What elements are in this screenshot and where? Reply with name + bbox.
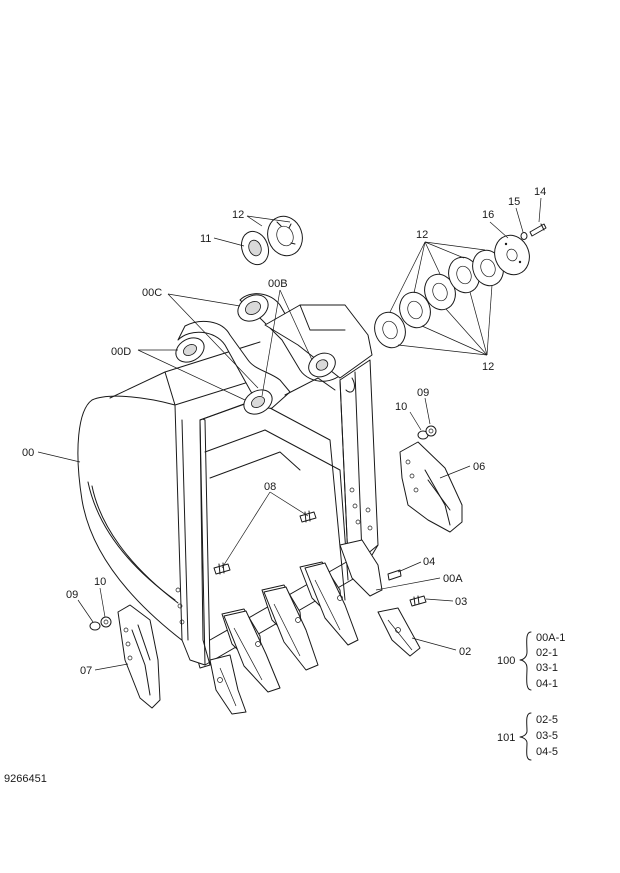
bolts-and-pins (89, 425, 437, 631)
link-brackets (175, 293, 373, 415)
group-101-item: 02-5 (536, 714, 558, 726)
callout-09-right: 09 (417, 387, 429, 399)
callout-16: 16 (482, 209, 494, 221)
side-cutter-left (117, 604, 161, 709)
group-100-id: 100 (497, 655, 515, 667)
callout-00C: 00C (142, 287, 162, 299)
shim-stack-right (374, 223, 547, 349)
callout-15: 15 (508, 196, 520, 208)
callout-10-right: 10 (395, 401, 407, 413)
group-101-item: 04-5 (536, 746, 558, 758)
callout-07: 07 (80, 665, 92, 677)
callout-14: 14 (534, 186, 546, 198)
group-100-item: 00A-1 (536, 632, 565, 644)
group-100: 100 00A-1 02-1 03-1 04-1 (497, 631, 565, 691)
group-101: 101 02-5 03-5 04-5 (497, 712, 558, 761)
leader-lines (37, 197, 542, 671)
group-100-item: 04-1 (536, 678, 558, 690)
callout-12-top: 12 (232, 209, 244, 221)
group-101-id: 101 (497, 732, 515, 744)
drawing-number: 9266451 (4, 773, 47, 785)
seal-and-shims-top (240, 215, 303, 266)
callout-00: 00 (22, 447, 34, 459)
callout-12-right-bottom: 12 (482, 361, 494, 373)
callout-00B: 00B (268, 278, 288, 290)
callout-03: 03 (455, 596, 467, 608)
callout-00A: 00A (443, 573, 463, 585)
callout-09-left: 09 (66, 589, 78, 601)
teeth-and-adapters (209, 539, 421, 715)
callout-10-left: 10 (94, 576, 106, 588)
callout-labels: 00 00C 00D 00B 12 11 12 12 16 15 14 09 1… (22, 186, 546, 677)
callout-08: 08 (264, 481, 276, 493)
callout-00D: 00D (111, 346, 131, 358)
callout-12-right-top: 12 (416, 229, 428, 241)
callout-02: 02 (459, 646, 471, 658)
side-cutter-right (399, 441, 463, 533)
callout-11: 11 (200, 233, 211, 245)
callout-06: 06 (473, 461, 485, 473)
group-100-item: 03-1 (536, 662, 558, 674)
group-101-item: 03-5 (536, 730, 558, 742)
callout-04: 04 (423, 556, 435, 568)
group-100-item: 02-1 (536, 647, 558, 659)
